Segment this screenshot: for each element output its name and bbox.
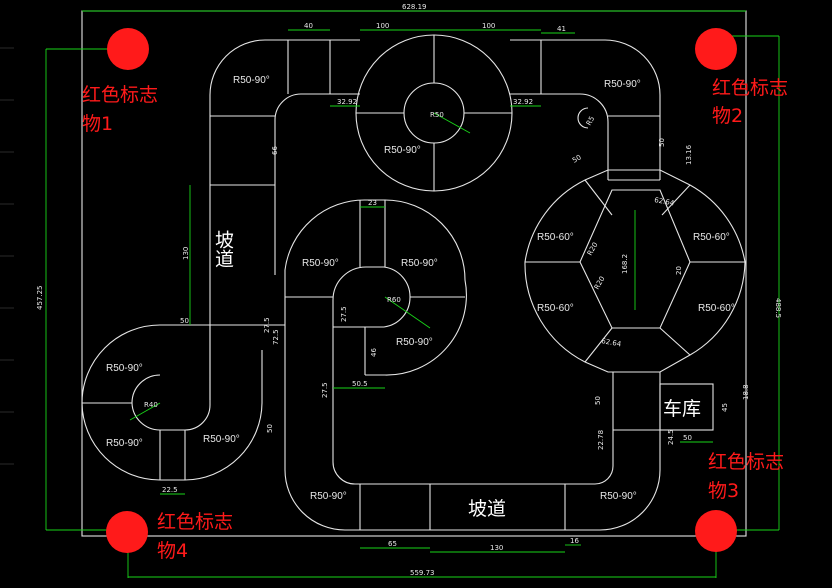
r-mid-top-left: R50-90°: [302, 258, 339, 269]
dimension-label: 50: [571, 153, 583, 164]
dimension-label: 50: [180, 317, 189, 325]
dimension-label: 16: [570, 537, 579, 545]
garage-label: 车库: [663, 398, 701, 420]
dimension-label: 100: [482, 22, 495, 30]
marker-4-line2: 物4: [157, 540, 188, 562]
dim-right-height: 488.5: [774, 298, 782, 318]
garage: 车库: [659, 383, 714, 431]
dimension-label: 50: [266, 424, 274, 433]
marker-1-line2: 物1: [82, 113, 113, 135]
background-grid: [0, 47, 14, 465]
top-road: [209, 34, 661, 192]
dimension-label: 27.5: [263, 317, 271, 333]
dimension-label: 32.92: [513, 98, 533, 106]
dimension-label: 50.5: [352, 380, 368, 388]
red-markers: 红色标志 物1 红色标志 物2 红色标志 物3 红色标志 物4: [82, 28, 788, 562]
dimension-label: 50: [658, 138, 666, 147]
r-mid-top-right: R50-90°: [401, 258, 438, 269]
dimension-label: 41: [557, 25, 566, 33]
dimension-label: R60: [387, 296, 401, 304]
vertical-ramp: 坡道: [209, 184, 276, 400]
dimension-label: 66: [271, 146, 279, 155]
r-bot-left: R50-90°: [310, 491, 347, 502]
r-oct-tl: R50-60°: [537, 232, 574, 243]
marker-2-line2: 物2: [712, 105, 743, 127]
dimension-label: R50: [430, 111, 444, 119]
dimension-label: 50: [683, 434, 692, 442]
bottom-road: 坡道: [284, 371, 661, 531]
dimension-label: 20: [675, 266, 683, 275]
lower-left-loop: [81, 324, 285, 481]
r-oct-tr: R50-60°: [693, 232, 730, 243]
dimension-label: 22.5: [162, 486, 178, 494]
r-ll-bottom: R50-90°: [106, 438, 143, 449]
dimension-label: 18.8: [742, 384, 750, 400]
dimension-label: 24.5: [667, 429, 675, 445]
r-oct-bl: R50-60°: [537, 303, 574, 314]
ramp-bottom-label: 坡道: [468, 498, 506, 520]
dimension-label: 32.92: [337, 98, 357, 106]
middle-loop: [284, 199, 467, 400]
red-marker-2: [695, 28, 737, 70]
r-oct-br: R50-60°: [698, 303, 735, 314]
dim-left-height: 457.25: [36, 286, 44, 311]
dimension-label: 72.5: [272, 329, 280, 345]
outer-border: [81, 10, 747, 537]
marker-2-line1: 红色标志: [712, 77, 788, 99]
r-mid-right: R50-90°: [396, 337, 433, 348]
r-ll-right: R50-90°: [203, 434, 240, 445]
dimension-label: 22.78: [597, 430, 605, 450]
r-top-right: R50-90°: [604, 79, 641, 90]
dimension-label: 45: [721, 403, 729, 412]
marker-4-line1: 红色标志: [157, 511, 233, 533]
dimension-label: 65: [388, 540, 397, 548]
dimension-texts: 40 100 100 41 32.92 32.92 50 13.16 66 13…: [144, 22, 750, 553]
radius-labels: R50-90° R50-90° R50-90° R50-90° R50-90° …: [106, 75, 735, 502]
r-ll-left: R50-90°: [106, 363, 143, 374]
dimension-label: 130: [182, 247, 190, 260]
dimension-label: R40: [144, 401, 158, 409]
ramp-vertical-label: 坡道: [212, 230, 234, 268]
dimension-label: 168.2: [621, 254, 629, 274]
r-circle-left: R50-90°: [384, 145, 421, 156]
red-marker-3: [695, 510, 737, 552]
dimension-label: 13.16: [685, 144, 693, 165]
marker-1-line1: 红色标志: [82, 84, 158, 106]
r-top-left: R50-90°: [233, 75, 270, 86]
dimension-label: 40: [304, 22, 313, 30]
overall-dimensions: 628.19 457.25 488.5 559.73: [36, 3, 782, 578]
r-bot-right: R50-90°: [600, 491, 637, 502]
dimension-label: 46: [370, 348, 378, 357]
dimension-label: 27.5: [340, 306, 348, 322]
dim-top-width: 628.19: [402, 3, 427, 11]
dimension-label: R5: [585, 115, 597, 127]
octagon-loop: [524, 169, 746, 373]
dimension-label: 62.64: [654, 196, 676, 207]
dim-bottom-width: 559.73: [410, 569, 435, 577]
dimension-label: 27.5: [321, 382, 329, 398]
dimension-label: 23: [368, 199, 377, 207]
dimension-label: 62.64: [601, 337, 623, 348]
marker-3-line2: 物3: [708, 480, 739, 502]
red-marker-1: [107, 28, 149, 70]
dimension-label: 130: [490, 544, 503, 552]
dimension-label: R20: [593, 275, 607, 291]
dimension-label: 100: [376, 22, 389, 30]
marker-3-line1: 红色标志: [708, 451, 784, 473]
red-marker-4: [106, 511, 148, 553]
dimension-label: 50: [594, 396, 602, 405]
